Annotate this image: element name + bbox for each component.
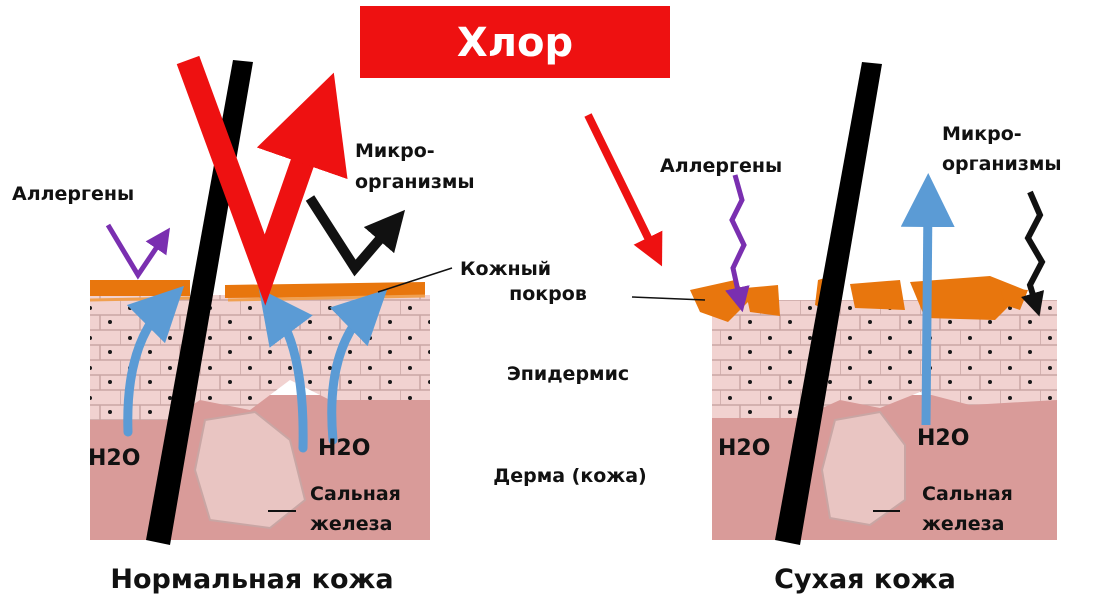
hair-shaft-dry <box>775 62 882 545</box>
microorganisms-label-normal-2: организмы <box>355 171 475 193</box>
water-arrow-dry <box>900 173 955 426</box>
caption-normal: Нормальная кожа <box>110 564 393 595</box>
h2o-label-dry-1: H2O <box>718 436 770 461</box>
skin-cover-leader-normal <box>377 267 453 293</box>
caption-dry: Сухая кожа <box>774 564 956 595</box>
epidermis-layer-dry <box>712 300 1057 418</box>
sebaceous-label-normal-1: Сальная <box>310 483 401 505</box>
skin-cover-label-1: Кожный <box>460 258 551 280</box>
h2o-label-dry-2: H2O <box>917 426 969 451</box>
title-text: Хлор <box>457 20 573 66</box>
microorganisms-label-dry-1: Микро- <box>942 123 1022 145</box>
allergen-arrow-normal <box>105 223 170 280</box>
microorganism-arrow-normal <box>305 195 406 277</box>
h2o-label-normal-2: H2O <box>318 436 370 461</box>
skin-cover-label-2: покров <box>509 283 587 305</box>
dry-skin-block <box>690 275 1057 540</box>
water-arrow-normal-1 <box>123 285 185 437</box>
sebaceous-gland-dry <box>820 410 906 527</box>
allergen-arrow-dry <box>725 174 750 313</box>
skin-cover-leader-dry <box>631 296 706 301</box>
water-arrow-normal-2 <box>258 288 313 453</box>
sebaceous-label-dry-1: Сальная <box>922 483 1013 505</box>
chlorine-arrow-normal <box>176 55 348 306</box>
water-arrow-normal-3 <box>327 289 388 445</box>
allergens-label-dry: Аллергены <box>660 155 782 177</box>
h2o-label-normal-1: H2O <box>88 446 140 471</box>
sebaceous-label-normal-2: железа <box>310 513 392 535</box>
sebaceous-label-dry-2: железа <box>922 513 1004 535</box>
microorganisms-label-dry-2: организмы <box>942 153 1062 175</box>
title-box <box>360 6 670 78</box>
microorganism-arrow-dry <box>1021 190 1046 317</box>
chlorine-arrow-dry <box>584 113 663 267</box>
sebaceous-gland-normal <box>193 410 307 530</box>
dermis-label: Дерма (кожа) <box>493 465 646 487</box>
microorganisms-label-normal-1: Микро- <box>355 140 435 162</box>
allergens-label-normal: Аллергены <box>12 183 134 205</box>
epidermis-label: Эпидермис <box>507 363 629 385</box>
